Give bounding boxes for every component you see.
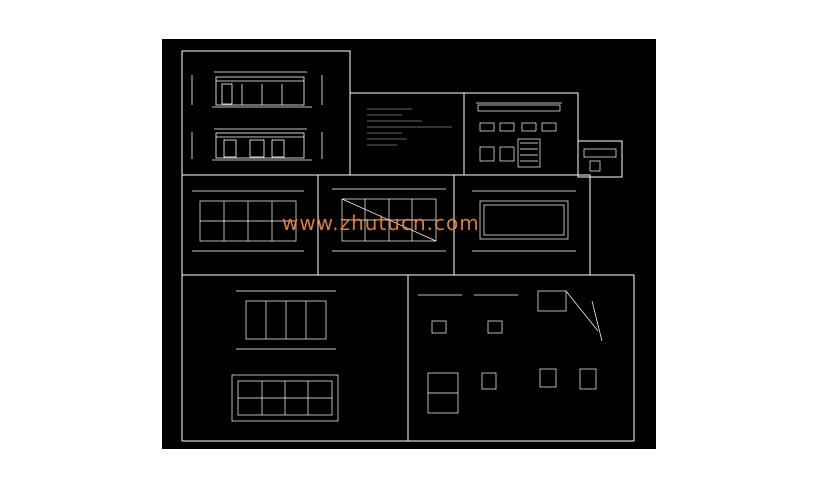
lower-plan <box>231 374 339 422</box>
upper-plan <box>236 290 336 350</box>
roof-framing-grid <box>332 188 446 252</box>
front-elevation <box>191 71 323 108</box>
elevations-panel[interactable] <box>181 50 351 176</box>
cad-drawing-canvas[interactable]: www.zhutucn.com <box>162 39 656 449</box>
side-elevation <box>191 128 323 161</box>
notes-text-lines <box>367 108 452 146</box>
foundation-grid <box>472 190 576 252</box>
section-sketches <box>476 102 562 168</box>
cad-drawing <box>181 50 635 442</box>
design-notes-panel[interactable] <box>349 92 465 176</box>
floor-plan-1-grid <box>192 190 304 252</box>
site-watermark: www.zhutucn.com <box>282 211 480 235</box>
detail-sketches <box>418 290 603 414</box>
small-detail-sketch <box>583 148 617 172</box>
small-detail-panel[interactable] <box>577 140 623 178</box>
structural-plans-panel[interactable] <box>181 274 409 442</box>
construction-details-panel[interactable] <box>407 274 635 442</box>
